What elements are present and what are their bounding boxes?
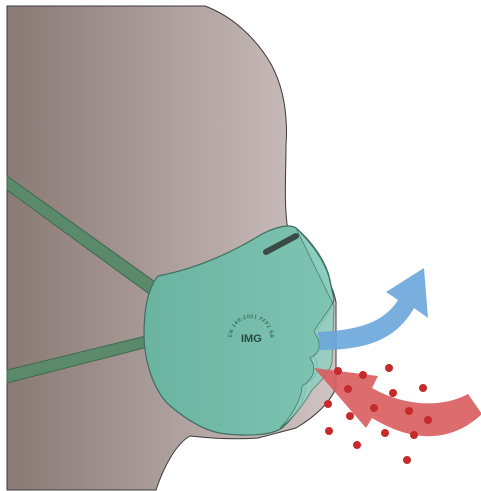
particle bbox=[346, 412, 354, 420]
particle bbox=[424, 416, 432, 424]
particle bbox=[334, 367, 342, 375]
particle bbox=[410, 431, 418, 439]
particle bbox=[403, 456, 411, 464]
particle bbox=[325, 427, 333, 435]
particle bbox=[344, 385, 352, 393]
particle bbox=[370, 404, 378, 412]
particle bbox=[353, 441, 361, 449]
particle bbox=[385, 364, 393, 372]
particle bbox=[419, 384, 427, 392]
particle bbox=[389, 389, 397, 397]
stamp-brand: IMG bbox=[241, 333, 262, 345]
particle bbox=[405, 407, 413, 415]
particle bbox=[359, 371, 367, 379]
arrow-curved-left-icon bbox=[314, 368, 481, 436]
particle bbox=[324, 400, 332, 408]
particle bbox=[381, 429, 389, 437]
